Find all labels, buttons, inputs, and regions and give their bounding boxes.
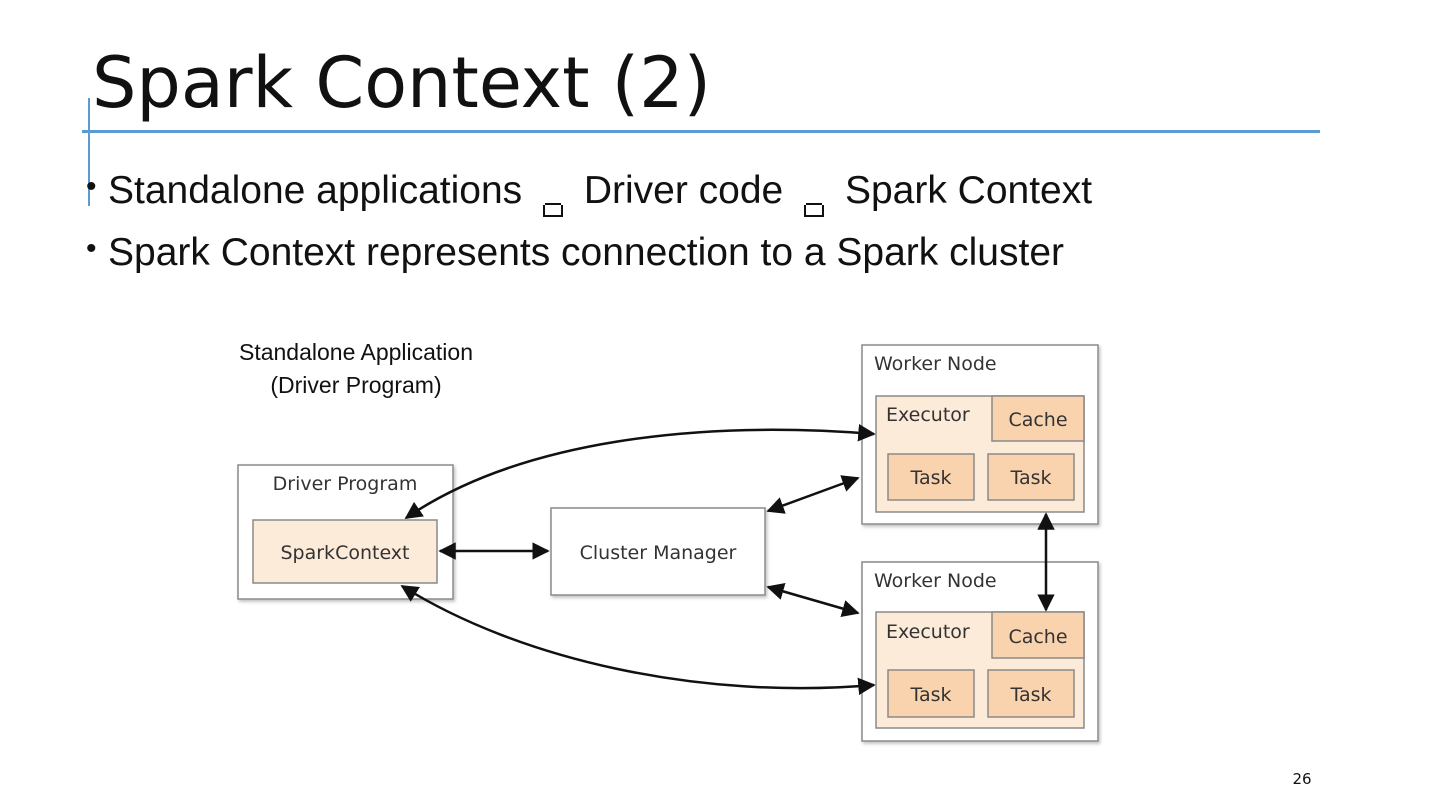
task-box [887,453,975,501]
page-number: 26 [1292,770,1312,788]
diagram-caption-line-2: (Driver Program) [270,372,441,398]
cache-box [991,395,1085,442]
cache-label: Cache [1008,409,1067,431]
diagram-caption-line-1: Standalone Application [239,339,473,365]
arrow-cluster-manager-to-worker-1 [766,475,860,514]
executor-label: Executor [886,404,970,426]
driver-program-box: Driver Program SparkContext [237,464,454,600]
bullet-part-2: Driver code [583,169,784,212]
worker-node-label: Worker Node [874,353,997,375]
spark-context-box [252,519,438,584]
task-label: Task [1009,684,1051,706]
title-divider [82,130,1320,133]
driver-program-label: Driver Program [273,473,418,495]
cluster-manager-label: Cluster Manager [580,542,737,564]
bullet-item: • Standalone applications Driver code Sp… [86,168,1092,230]
accent-bar [88,98,90,206]
cluster-manager-box: Cluster Manager [550,507,766,596]
worker-node-box: Worker Node Executor Cache Task Task [861,344,1099,525]
bullet-icon: • [86,170,97,203]
task-label: Task [1009,467,1051,489]
worker-node-label: Worker Node [874,570,997,592]
bullet-list: • Standalone applications Driver code Sp… [86,168,1092,292]
worker-node-box: Worker Node Executor Cache Task Task [861,561,1099,742]
task-box [887,669,975,718]
missing-glyph-icon [543,205,563,217]
bullet-item: • Spark Context represents connection to… [86,230,1092,292]
task-box [987,453,1075,501]
bullet-text: Spark Context represents connection to a… [108,231,1064,274]
bullet-part-3: Spark Context [844,169,1093,212]
spark-context-label: SparkContext [280,542,409,564]
task-label: Task [909,467,951,489]
bullet-part-1: Standalone applications [108,169,523,212]
executor-label: Executor [886,621,970,643]
bullet-icon: • [86,232,97,265]
arrow-sparkcontext-to-worker-1 [404,424,876,520]
cache-label: Cache [1008,626,1067,648]
cache-box [991,611,1085,659]
task-box [987,669,1075,718]
arrow-sparkcontext-to-worker-2 [400,584,876,696]
slide-title: Spark Context (2) [92,42,711,124]
arrow-cluster-manager-to-worker-2 [766,582,860,618]
missing-glyph-icon [804,205,825,217]
task-label: Task [909,684,951,706]
